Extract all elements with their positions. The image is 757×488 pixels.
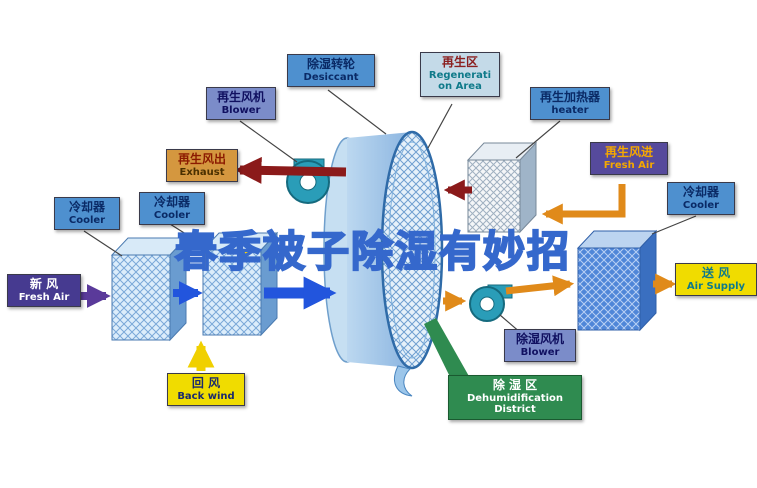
cooler-unit-right: [576, 229, 658, 332]
label-regen-heater: 再生加热器 heater: [530, 87, 610, 121]
label-regen-fresh-air: 再生风进 Fresh Air: [590, 142, 668, 176]
label-regeneration-area: 再生区 Regenerati on Area: [420, 52, 500, 97]
label-regeneration-area-line1: Regenerati: [428, 69, 492, 81]
label-back-wind-subtitle: Back wind: [177, 390, 235, 402]
label-regen-blower-title: 再生风机: [216, 90, 265, 104]
label-desiccant-subtitle: Desiccant: [303, 71, 359, 83]
dehum-zone-pointer: [424, 318, 470, 381]
label-cooler-right-title: 冷却器: [682, 185, 719, 199]
label-cooler-right: 冷却器 Cooler: [667, 182, 735, 216]
label-cooler-left-outer: 冷却器 Cooler: [54, 197, 120, 231]
wheel-face: [380, 130, 444, 370]
label-exhaust: 再生风出 Exhaust: [166, 149, 238, 183]
label-cooler-left-outer-subtitle: Cooler: [68, 214, 106, 226]
label-desiccant-title: 除湿转轮: [306, 57, 355, 71]
label-fresh-air-intake-subtitle: Fresh Air: [18, 291, 70, 303]
cooler-unit-2: [201, 231, 279, 337]
label-back-wind: 回 风 Back wind: [167, 373, 245, 407]
label-back-wind-title: 回 风: [191, 376, 221, 390]
label-air-supply-subtitle: Air Supply: [686, 280, 746, 292]
regen-fan: [286, 158, 330, 204]
label-cooler-left-inner-title: 冷却器: [153, 195, 190, 209]
label-exhaust-title: 再生风出: [177, 152, 226, 166]
heater-unit: [466, 141, 538, 234]
label-dehum-blower-title: 除湿风机: [515, 332, 564, 346]
label-dehum-district-line1: Dehumidification: [466, 392, 564, 404]
label-dehum-blower-subtitle: Blower: [520, 346, 560, 358]
arrow-regen-fresh-to-heater: [541, 184, 626, 225]
arrow-exhaust-air: [234, 156, 347, 184]
flow-arrows: [78, 156, 677, 371]
label-regen-fresh-air-subtitle: Fresh Air: [603, 159, 655, 171]
label-cooler-left-inner: 冷却器 Cooler: [139, 192, 205, 226]
label-regen-fresh-air-title: 再生风进: [604, 145, 653, 159]
label-regen-heater-title: 再生加热器: [539, 90, 600, 104]
label-cooler-left-inner-subtitle: Cooler: [153, 209, 191, 221]
label-regen-blower: 再生风机 Blower: [206, 87, 276, 121]
label-fresh-air-intake-title: 新 风: [29, 277, 59, 291]
label-dehum-district: 除 湿 区 Dehumidification District: [448, 375, 582, 420]
label-desiccant: 除湿转轮 Desiccant: [287, 54, 375, 88]
label-dehum-district-title: 除 湿 区: [492, 378, 538, 392]
label-cooler-left-outer-title: 冷却器: [68, 200, 105, 214]
label-regen-blower-subtitle: Blower: [221, 104, 261, 116]
label-regeneration-area-title: 再生区: [441, 55, 478, 69]
arrow-fan-to-cooler: [505, 275, 575, 297]
label-exhaust-subtitle: Exhaust: [179, 166, 225, 178]
label-fresh-air-intake: 新 风 Fresh Air: [7, 274, 81, 308]
label-air-supply: 送 风 Air Supply: [675, 263, 757, 297]
label-air-supply-title: 送 风: [701, 266, 731, 280]
label-cooler-right-subtitle: Cooler: [682, 199, 720, 211]
label-regeneration-area-line2: on Area: [438, 81, 482, 93]
label-dehum-blower: 除湿风机 Blower: [504, 329, 576, 363]
label-regen-heater-subtitle: heater: [551, 104, 589, 116]
label-dehum-district-line2: District: [494, 404, 536, 416]
wheel-ribbon: [394, 365, 413, 397]
supply-fan: [469, 284, 513, 322]
